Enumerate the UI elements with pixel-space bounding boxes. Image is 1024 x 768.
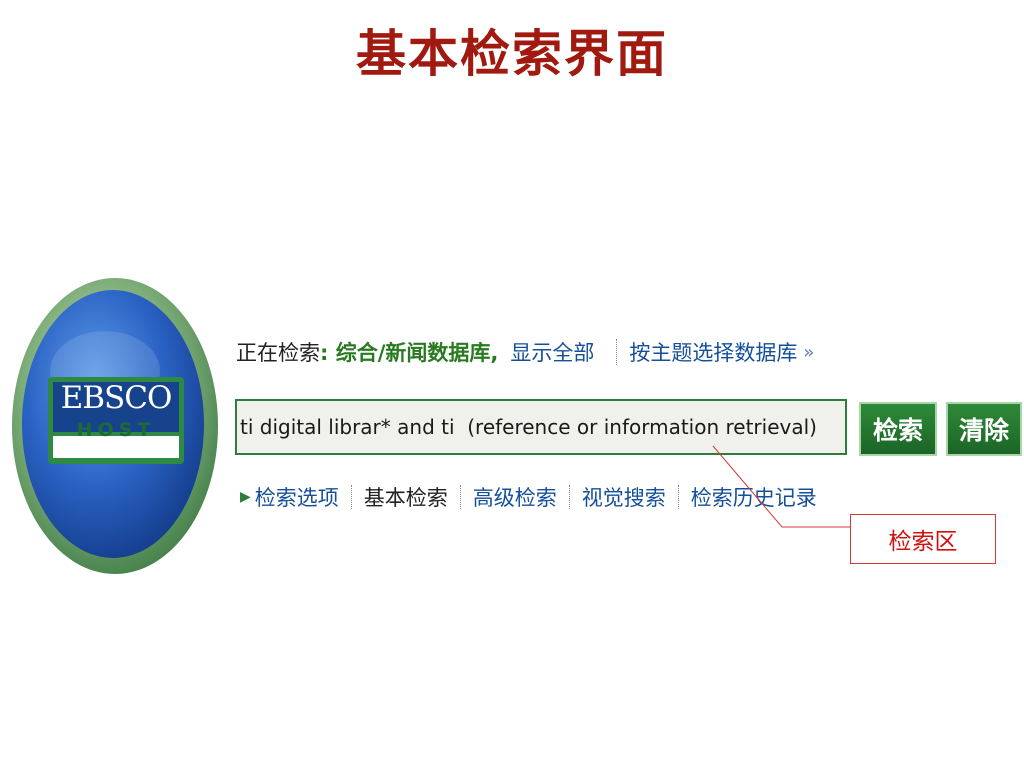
logo-wordmark: EBSCO HOST [48,378,184,442]
ebscohost-logo [10,276,220,576]
more-icon[interactable]: » [803,341,815,363]
nav-visual-search[interactable]: 视觉搜索 [581,486,666,510]
separator [568,485,570,509]
search-input[interactable] [235,399,847,455]
logo-sub: HOST [76,419,156,441]
nav-search-options[interactable]: 检索选项 [254,486,339,510]
clear-button[interactable]: 清除 [946,402,1022,456]
nav-basic-search: 基本检索 [363,486,448,510]
separator [350,485,352,509]
current-database: : 综合/新闻数据库, [320,341,499,365]
separator [616,339,618,365]
logo-emblem-icon [12,278,218,574]
nav-advanced-search[interactable]: 高级检索 [472,486,557,510]
callout-box: 检索区 [850,514,996,564]
logo-brand: EBSCO [60,380,173,416]
search-button[interactable]: 检索 [859,402,937,456]
show-all-link[interactable]: 显示全部 [510,341,595,365]
separator [459,485,461,509]
choose-by-subject-link[interactable]: 按主题选择数据库 [629,341,798,365]
expand-arrow-icon[interactable]: ▶ [240,489,251,505]
searching-label: 正在检索 [236,341,320,365]
search-mode-nav: ▶ 检索选项 基本检索 高级检索 视觉搜索 检索历史记录 [240,480,817,514]
slide-title: 基本检索界面 [356,24,668,83]
separator [677,485,679,509]
nav-search-history[interactable]: 检索历史记录 [690,486,817,510]
search-scope-bar: 正在检索 : 综合/新闻数据库, 显示全部 按主题选择数据库 » [236,336,814,368]
